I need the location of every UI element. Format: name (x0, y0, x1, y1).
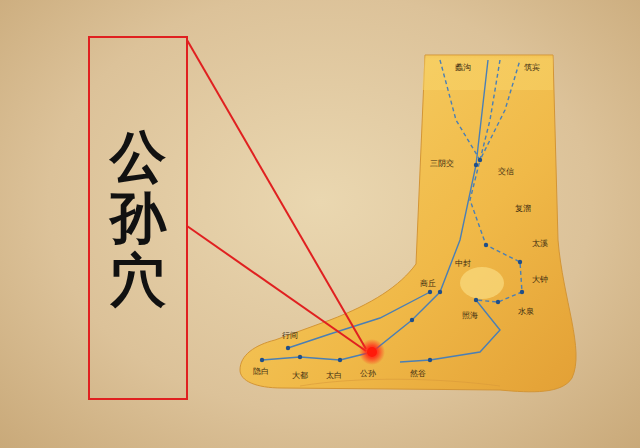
acupoint-label: 复溜 (515, 205, 531, 213)
leader-line (187, 226, 366, 351)
acupoint-label: 中封 (455, 260, 471, 268)
vertical-title: 公孙穴 (110, 126, 166, 311)
acupoint-label: 大钟 (532, 276, 548, 284)
acupoint-label: 三阴交 (430, 160, 454, 168)
acupoint-label: 商丘 (420, 280, 436, 288)
acupoint-label: 隐白 (253, 368, 269, 376)
acupoint-label: 太白 (326, 372, 342, 380)
acupoint-label: 然谷 (410, 370, 426, 378)
acupoint-dot (367, 347, 377, 357)
acupoint-label: 太溪 (532, 240, 548, 248)
leader-line (187, 40, 366, 349)
acupoint-label: 筑宾 (524, 64, 540, 72)
acupoint-label: 公孙 (360, 370, 376, 378)
acupoint-label: 大都 (292, 372, 308, 380)
acupoint-label: 蠡沟 (455, 64, 471, 72)
acupoint-label: 水泉 (518, 308, 534, 316)
foot-outline (240, 55, 576, 392)
acupoint-label: 照海 (462, 312, 478, 320)
callout-box: 公孙穴 (88, 36, 188, 400)
acupoint-label: 行间 (282, 332, 298, 340)
acupoint-label: 交信 (498, 168, 514, 176)
acupoint-glow (359, 339, 385, 365)
